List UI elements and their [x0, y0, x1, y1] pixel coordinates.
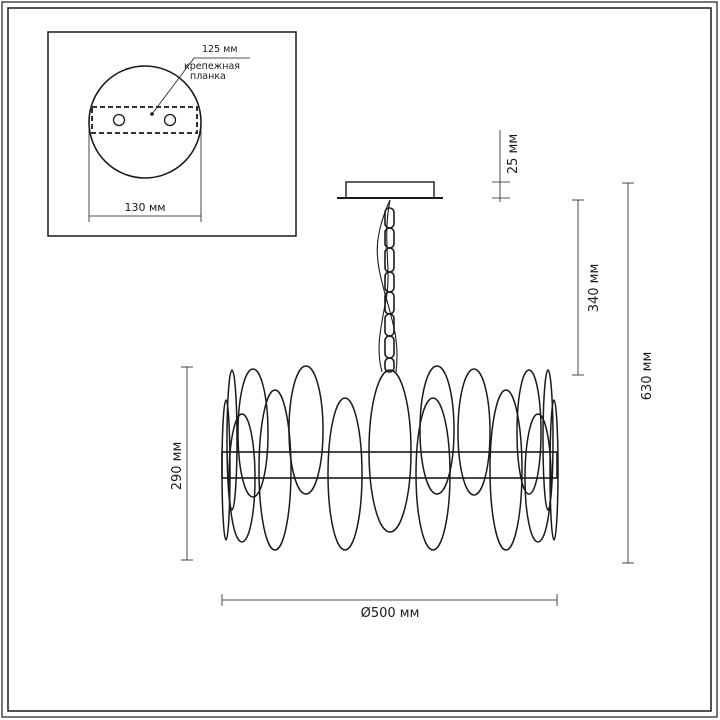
glass-discs-upper	[226, 365, 554, 511]
glass-disc	[327, 397, 363, 551]
glass-disc	[489, 389, 523, 551]
chain-link	[384, 207, 395, 229]
bracket-label-line2: планка	[190, 71, 226, 82]
glass-disc-center	[368, 369, 412, 533]
total-height-label: 630 мм	[640, 352, 655, 401]
glass-disc	[516, 369, 542, 495]
glass-disc	[258, 389, 292, 551]
diameter-label: Ø500 мм	[361, 606, 420, 621]
glass-disc	[415, 397, 451, 551]
dimension-lines: 25 мм 340 мм 630 мм 290 мм Ø500 мм	[170, 130, 655, 621]
chain-link	[384, 271, 395, 293]
screw-hole-left	[112, 113, 126, 127]
chain-link	[384, 313, 395, 337]
glass-discs-lower	[221, 369, 559, 551]
canopy-diameter-label: 130 мм	[124, 201, 165, 214]
screw-hole-right	[163, 113, 177, 127]
chain-link	[384, 247, 395, 273]
glass-disc	[237, 368, 269, 498]
bracket-leader-line	[151, 57, 250, 115]
chain	[384, 207, 395, 373]
shade-height-label: 290 мм	[170, 442, 185, 491]
chain-link	[384, 335, 395, 359]
glass-disc	[419, 365, 455, 495]
mount-top-view-inset: 125 мм крепежная планка 130 мм	[47, 31, 297, 237]
mounting-bracket-outline	[91, 106, 198, 134]
glass-disc	[288, 365, 324, 495]
bracket-width-label: 125 мм	[202, 44, 238, 55]
inset-border	[47, 31, 297, 237]
inner-frame	[7, 7, 712, 712]
power-wire	[376, 199, 398, 373]
canopy	[345, 181, 435, 199]
glass-disc-edge	[549, 399, 559, 541]
metal-ring-band	[221, 451, 558, 479]
glass-disc	[457, 368, 491, 496]
canopy-circle	[88, 65, 202, 179]
glass-disc-edge	[226, 369, 238, 511]
chain-length-label: 340 мм	[587, 264, 602, 313]
chandelier-front-view	[221, 181, 559, 551]
glass-disc-edge	[542, 369, 554, 511]
canopy-height-label: 25 мм	[506, 134, 521, 174]
power-wire-2	[378, 199, 391, 373]
bracket-label-line1: крепежная	[184, 61, 240, 72]
chain-link	[384, 357, 395, 373]
